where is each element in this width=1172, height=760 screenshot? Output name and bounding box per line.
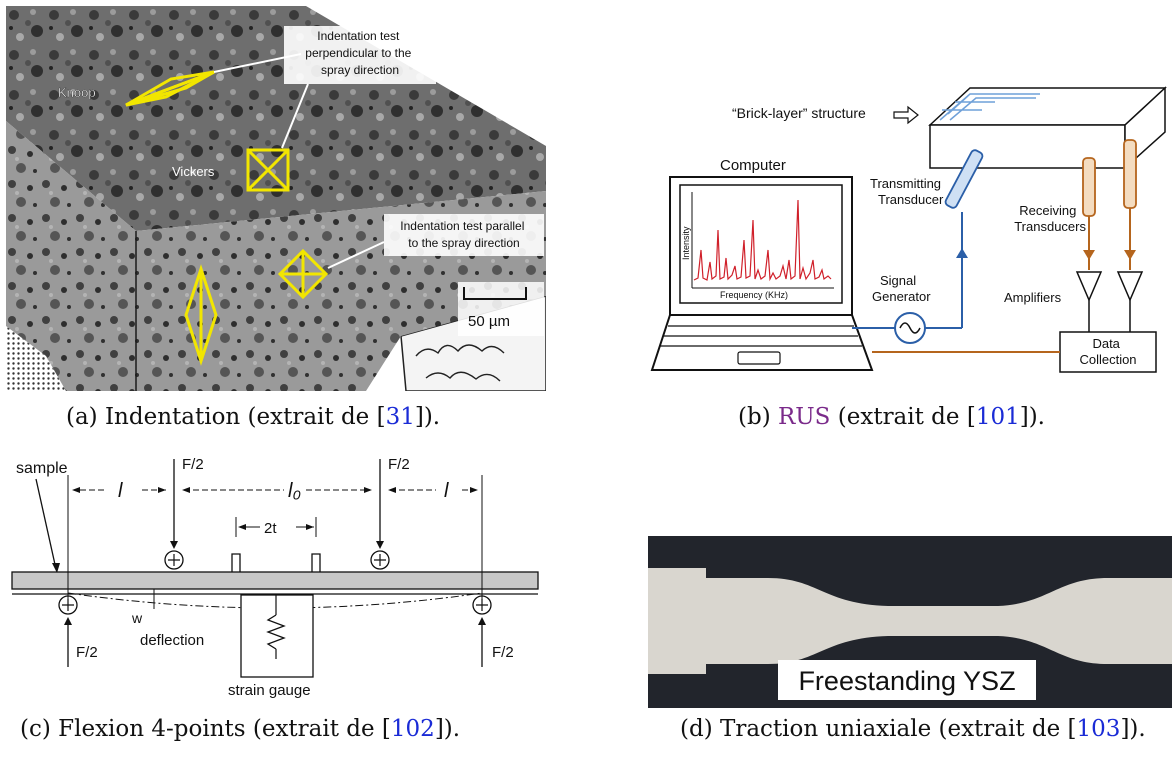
- top-load-left: [164, 459, 184, 570]
- signal-generator-label: Signal Generator: [872, 273, 931, 304]
- computer-label: Computer: [720, 157, 786, 174]
- gauge-pads: [231, 553, 321, 572]
- caption-b: (b) RUS (extrait de [101]).: [738, 404, 1045, 430]
- frequency-label: Frequency (KHz): [720, 290, 788, 300]
- support-left: [58, 595, 78, 667]
- amplifiers-label: Amplifiers: [1004, 290, 1062, 305]
- span-l-left: l: [118, 480, 123, 502]
- perpendicular-callout: Indentation test perpendicular to the sp…: [305, 29, 414, 77]
- brick-layer-label: “Brick-layer” structure: [732, 105, 866, 121]
- transmitting-transducer: [944, 149, 984, 209]
- acronym-link-rus[interactable]: RUS: [777, 404, 831, 430]
- span-l0: l₀: [288, 480, 301, 502]
- deflection-w-label: w: [131, 610, 143, 626]
- flexion-figure: sample F/2 F/2 F/2 F/2 l l₀ l: [11, 456, 539, 699]
- substrate-region: [6, 326, 66, 391]
- citation-link-31[interactable]: 31: [385, 404, 415, 430]
- vickers-indent: [246, 148, 290, 192]
- traction-specimen-photo: Freestanding YSZ: [648, 536, 1172, 708]
- deflection-label: deflection: [140, 632, 204, 649]
- force-top-left: F/2: [182, 456, 204, 473]
- citation-link-102[interactable]: 102: [390, 716, 435, 742]
- force-bottom-left: F/2: [76, 644, 98, 661]
- receiving-label: Receiving Transducers: [1014, 203, 1086, 234]
- knoop-label: Knoop: [58, 85, 96, 100]
- receiving-transducer-2: [1123, 139, 1137, 209]
- intensity-label: Intensity: [681, 226, 691, 260]
- side-indent-knoop: [184, 264, 218, 366]
- rus-schematic: “Brick-layer” structure Computer Intensi…: [650, 86, 1167, 373]
- citation-link-101[interactable]: 101: [975, 404, 1020, 430]
- caption-a: (a) Indentation (extrait de [31]).: [66, 404, 441, 430]
- indentation-figure: Knoop Vickers Indentation test perpendic…: [6, 6, 546, 391]
- parallel-callout: Indentation test parallel to the spray d…: [400, 219, 527, 250]
- support-right: [472, 595, 492, 667]
- transmitting-label: Transmitting Transducer: [870, 176, 945, 207]
- amplifier-2: [1116, 271, 1144, 302]
- caption-c: (c) Flexion 4-points (extrait de [102]).: [20, 716, 461, 742]
- ysz-label: Freestanding YSZ: [798, 666, 1015, 696]
- span-l-right: l: [444, 480, 449, 502]
- data-collection-label: Data Collection: [1079, 336, 1136, 367]
- arrow-right-icon: [893, 105, 919, 125]
- strain-gauge-label: strain gauge: [228, 682, 311, 699]
- top-face: [6, 6, 546, 231]
- force-bottom-right: F/2: [492, 644, 514, 661]
- amplifier-1: [1075, 271, 1103, 302]
- scale-label: 50 µm: [468, 313, 510, 330]
- sample-beam: [11, 571, 539, 590]
- receiving-transducer-1: [1082, 157, 1096, 217]
- side-indent-diamond: [277, 248, 329, 300]
- vickers-label: Vickers: [172, 164, 215, 179]
- caption-d: (d) Traction uniaxiale (extrait de [103]…: [680, 716, 1146, 742]
- laptop: [650, 176, 874, 371]
- spectrum-plot: [693, 199, 832, 282]
- gauge-length-label: 2t: [264, 520, 277, 537]
- front-face: [6, 121, 546, 391]
- sample-label: sample: [16, 460, 68, 477]
- dogbone-specimen: [648, 568, 1172, 674]
- top-load-right: [370, 459, 390, 570]
- force-top-right: F/2: [388, 456, 410, 473]
- citation-link-103[interactable]: 103: [1076, 716, 1121, 742]
- scale-bar: [463, 287, 527, 300]
